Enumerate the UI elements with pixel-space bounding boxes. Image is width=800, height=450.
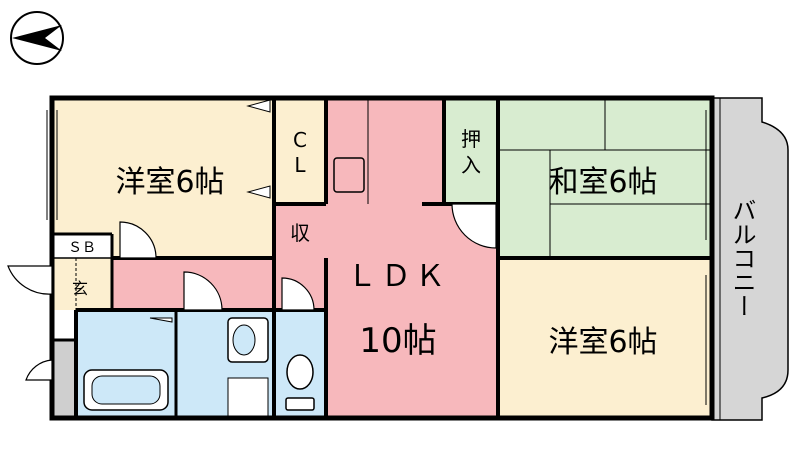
- shoe-box: [52, 234, 112, 258]
- storage-label: 収: [290, 221, 310, 245]
- western-room-2-label: 洋室6帖: [548, 325, 657, 360]
- ldk-label: ＬＤＫ: [347, 259, 449, 294]
- washing-machine-icon: [227, 377, 269, 417]
- shoe-box-label: ＳＢ: [68, 240, 96, 256]
- doors: [7, 203, 497, 381]
- bath-door: [149, 317, 173, 323]
- closet-label-line1: C: [293, 128, 307, 152]
- north-arrow-icon: [10, 11, 64, 65]
- oshiire-label-line2: 入: [461, 153, 481, 177]
- japanese-room-label: 和室6帖: [548, 165, 657, 200]
- ldk-size-label: 10帖: [359, 321, 436, 361]
- tatami-lines: [498, 98, 712, 258]
- balcony: [711, 97, 789, 421]
- storage: [274, 204, 326, 258]
- closet-label-line2: L: [294, 153, 306, 177]
- closet-doors: [246, 99, 271, 199]
- western-room-1: [52, 98, 274, 258]
- toilet-icon: [285, 354, 315, 411]
- kitchen: [333, 98, 369, 204]
- oshiire-label-line1: 押: [461, 127, 481, 151]
- western-room-2: [498, 258, 712, 418]
- balcony-label: バルコニー: [728, 198, 756, 318]
- entrance-label: 玄: [72, 279, 88, 298]
- sink-icon: [333, 157, 365, 193]
- entrance-floor: [52, 258, 112, 310]
- washbasin-icon: [227, 317, 269, 363]
- oshiire: [444, 98, 498, 204]
- western-room-1-label: 洋室6帖: [115, 165, 224, 200]
- closet: [274, 98, 326, 204]
- meter-box: [52, 340, 76, 418]
- bathtub-icon: [83, 369, 169, 411]
- ldk: [326, 98, 444, 418]
- windows: [46, 110, 707, 405]
